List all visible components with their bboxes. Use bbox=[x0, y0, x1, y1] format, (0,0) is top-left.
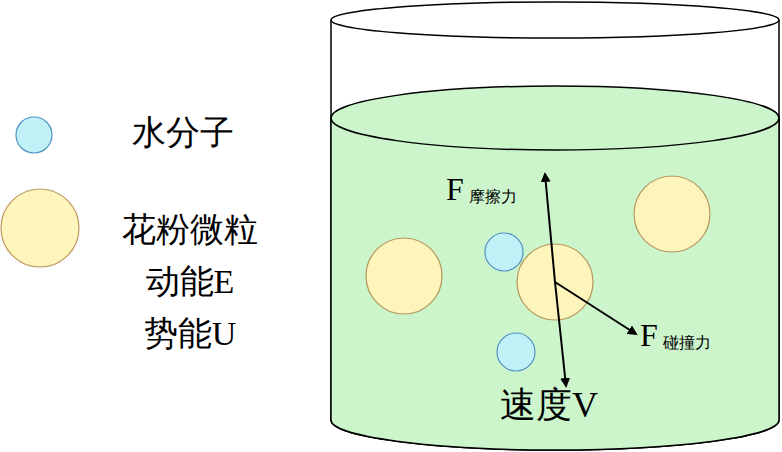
water-surface bbox=[331, 86, 779, 150]
pollen-grain bbox=[634, 176, 710, 252]
legend-text: 水分子 bbox=[132, 114, 234, 151]
legend-text: 花粉微粒 动能E 势能U bbox=[100, 204, 280, 360]
beaker-wall bbox=[331, 20, 779, 450]
force-subscript: 碰撞力 bbox=[663, 334, 711, 352]
velocity-arrow bbox=[555, 282, 566, 386]
water-molecule bbox=[497, 333, 535, 371]
legend-swatch-circle bbox=[1, 189, 79, 267]
water-molecule bbox=[485, 233, 523, 271]
force-symbol: F bbox=[640, 318, 658, 353]
beaker-rim bbox=[331, 2, 779, 38]
legend-swatch-circle bbox=[16, 117, 52, 153]
legend-swatch bbox=[0, 187, 81, 269]
pollen-grain bbox=[366, 238, 442, 314]
force-symbol: F bbox=[446, 172, 464, 207]
force-subscript: 摩擦力 bbox=[469, 188, 517, 206]
velocity-label: 速度V bbox=[500, 386, 598, 426]
legend-swatch bbox=[14, 115, 54, 155]
collision-arrow bbox=[555, 282, 636, 334]
water-body bbox=[331, 118, 779, 450]
friction-arrow bbox=[545, 174, 555, 282]
